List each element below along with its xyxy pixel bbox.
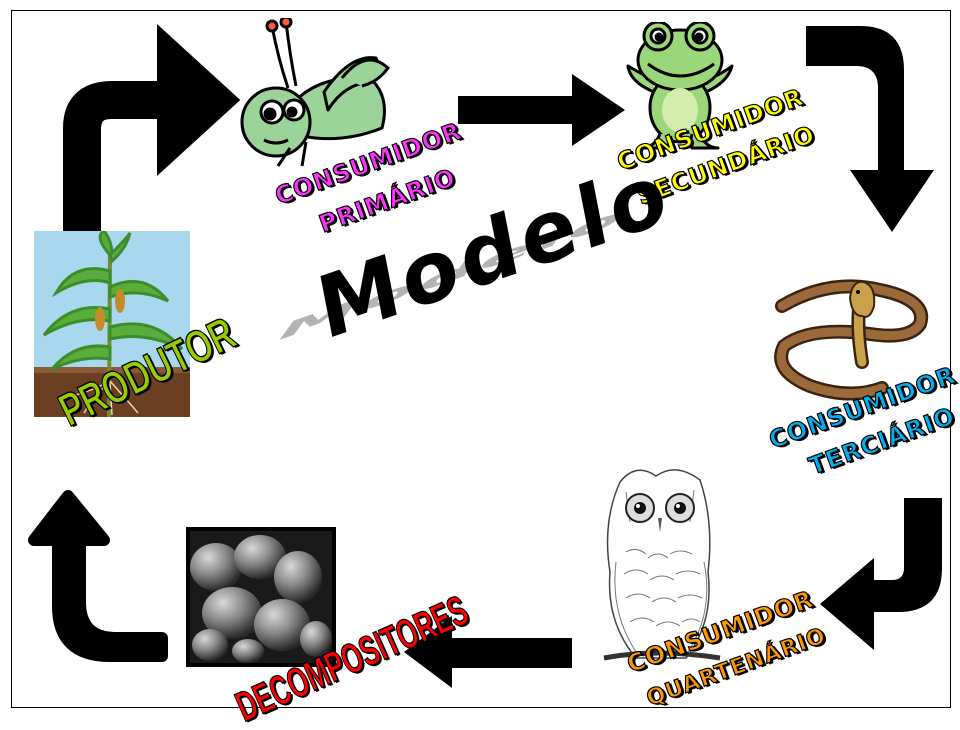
cobra-icon xyxy=(774,279,929,401)
slide-frame xyxy=(11,10,951,708)
arrow-primario-to-secundario xyxy=(458,74,625,146)
plant-icon xyxy=(34,231,190,417)
arrow-decompositores-to-produtor xyxy=(28,490,168,662)
frog-icon xyxy=(626,22,734,150)
arrow-curve-top-left xyxy=(63,23,241,231)
arrow-quartenario-to-decompositores xyxy=(404,616,572,688)
fungi-icon xyxy=(186,527,336,667)
owl-icon xyxy=(603,469,721,661)
arrow-secundario-to-terciario xyxy=(806,26,934,232)
grasshopper-icon xyxy=(240,18,390,167)
arrow-terciario-to-quartenario xyxy=(820,498,942,650)
